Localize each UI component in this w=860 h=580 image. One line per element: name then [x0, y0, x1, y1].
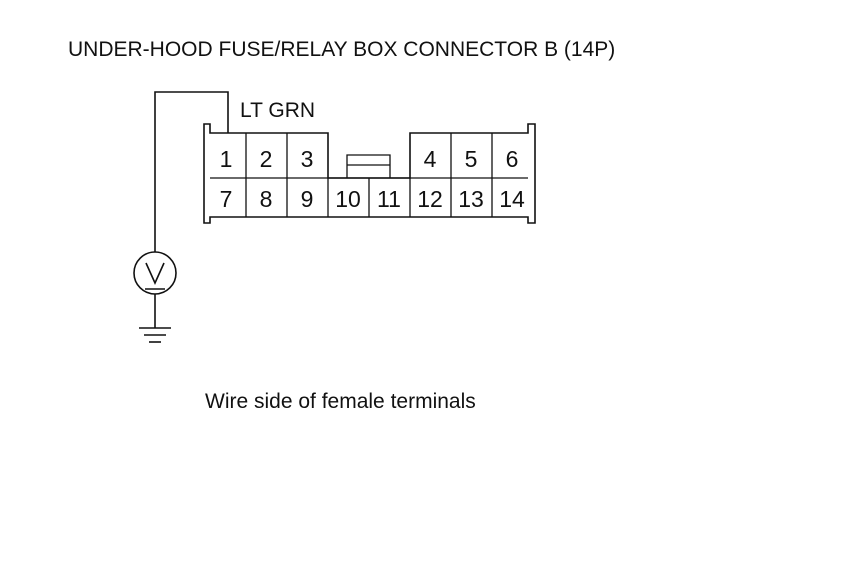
caption: Wire side of female terminals	[205, 390, 476, 413]
terminal-number: 1	[220, 146, 233, 172]
terminal-number: 8	[260, 186, 273, 212]
terminal-number: 10	[335, 186, 361, 212]
terminal-number: 6	[506, 146, 519, 172]
wire-color-label: LT GRN	[240, 99, 315, 122]
terminal-number: 13	[458, 186, 484, 212]
terminal-number: 2	[260, 146, 273, 172]
terminal-number: 14	[499, 186, 525, 212]
diagram-title: UNDER-HOOD FUSE/RELAY BOX CONNECTOR B (1…	[68, 38, 615, 61]
connector-housing	[203, 123, 536, 224]
terminal-number: 3	[301, 146, 314, 172]
terminal-number: 9	[301, 186, 314, 212]
terminal-number: 7	[220, 186, 233, 212]
voltmeter-icon	[133, 251, 177, 295]
probe-wire	[154, 91, 229, 252]
ground-icon	[139, 327, 171, 343]
terminal-number: 12	[417, 186, 443, 212]
terminal-number: 5	[465, 146, 478, 172]
terminal-number: 11	[377, 186, 401, 212]
terminal-number: 4	[424, 146, 437, 172]
